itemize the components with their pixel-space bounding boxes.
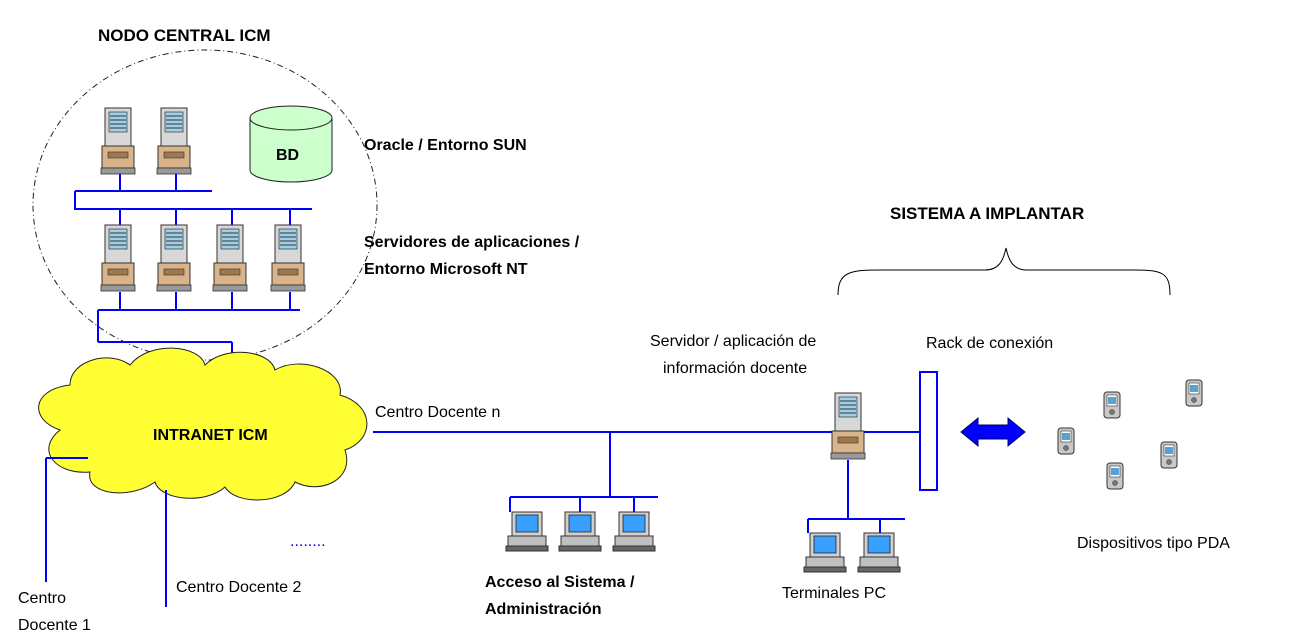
- info-server-icon: [830, 392, 866, 460]
- rack-label: Rack de conexión: [926, 335, 1053, 352]
- admin-pc-icon: [505, 511, 549, 552]
- servers-label-1: Servidores de aplicaciones /: [364, 234, 580, 251]
- app-server-icon: [156, 224, 192, 292]
- db-server-icon: [100, 107, 136, 175]
- acceso-label-2: Administración: [485, 601, 601, 618]
- centro-lines: [45, 431, 920, 607]
- central-node-boundary: [32, 49, 378, 361]
- sistema-brace: [837, 247, 1171, 296]
- pda-icon: [1160, 441, 1178, 469]
- sistema-label: SISTEMA A IMPLANTAR: [890, 204, 1084, 223]
- oracle-label: Oracle / Entorno SUN: [364, 137, 527, 154]
- admin-pc-icon: [558, 511, 602, 552]
- centro-1-label-1: Centro: [18, 590, 66, 607]
- central-node-title: NODO CENTRAL ICM: [98, 26, 271, 45]
- server-bus-lines: [74, 174, 312, 370]
- app-server-icon: [100, 224, 136, 292]
- bidirectional-arrow-icon: [960, 416, 1026, 448]
- admin-pc-icon: [612, 511, 656, 552]
- centro-1-label-2: Docente 1: [18, 617, 91, 634]
- pda-icon: [1103, 391, 1121, 419]
- servers-label-2: Entorno Microsoft NT: [364, 261, 528, 278]
- servidor-label-2: información docente: [663, 360, 807, 377]
- intranet-cloud-icon: [38, 347, 368, 501]
- acceso-label-1: Acceso al Sistema /: [485, 574, 635, 591]
- pda-icon: [1106, 462, 1124, 490]
- pda-icon: [1057, 427, 1075, 455]
- pda-icon: [1185, 379, 1203, 407]
- db-label: BD: [276, 147, 299, 164]
- database-icon: [249, 105, 333, 183]
- db-server-icon: [156, 107, 192, 175]
- ellipsis-label: ........: [290, 533, 326, 550]
- pda-label: Dispositivos tipo PDA: [1077, 535, 1230, 552]
- servidor-label-1: Servidor / aplicación de: [650, 333, 816, 350]
- terminales-label: Terminales PC: [782, 585, 886, 602]
- centro-2-label: Centro Docente 2: [176, 579, 302, 596]
- app-server-icon: [270, 224, 306, 292]
- app-server-icon: [212, 224, 248, 292]
- rack-icon: [919, 371, 938, 491]
- terminal-pc-icon: [857, 532, 901, 573]
- terminal-pc-icon: [803, 532, 847, 573]
- centro-n-label: Centro Docente n: [375, 404, 500, 421]
- intranet-label: INTRANET ICM: [153, 427, 268, 444]
